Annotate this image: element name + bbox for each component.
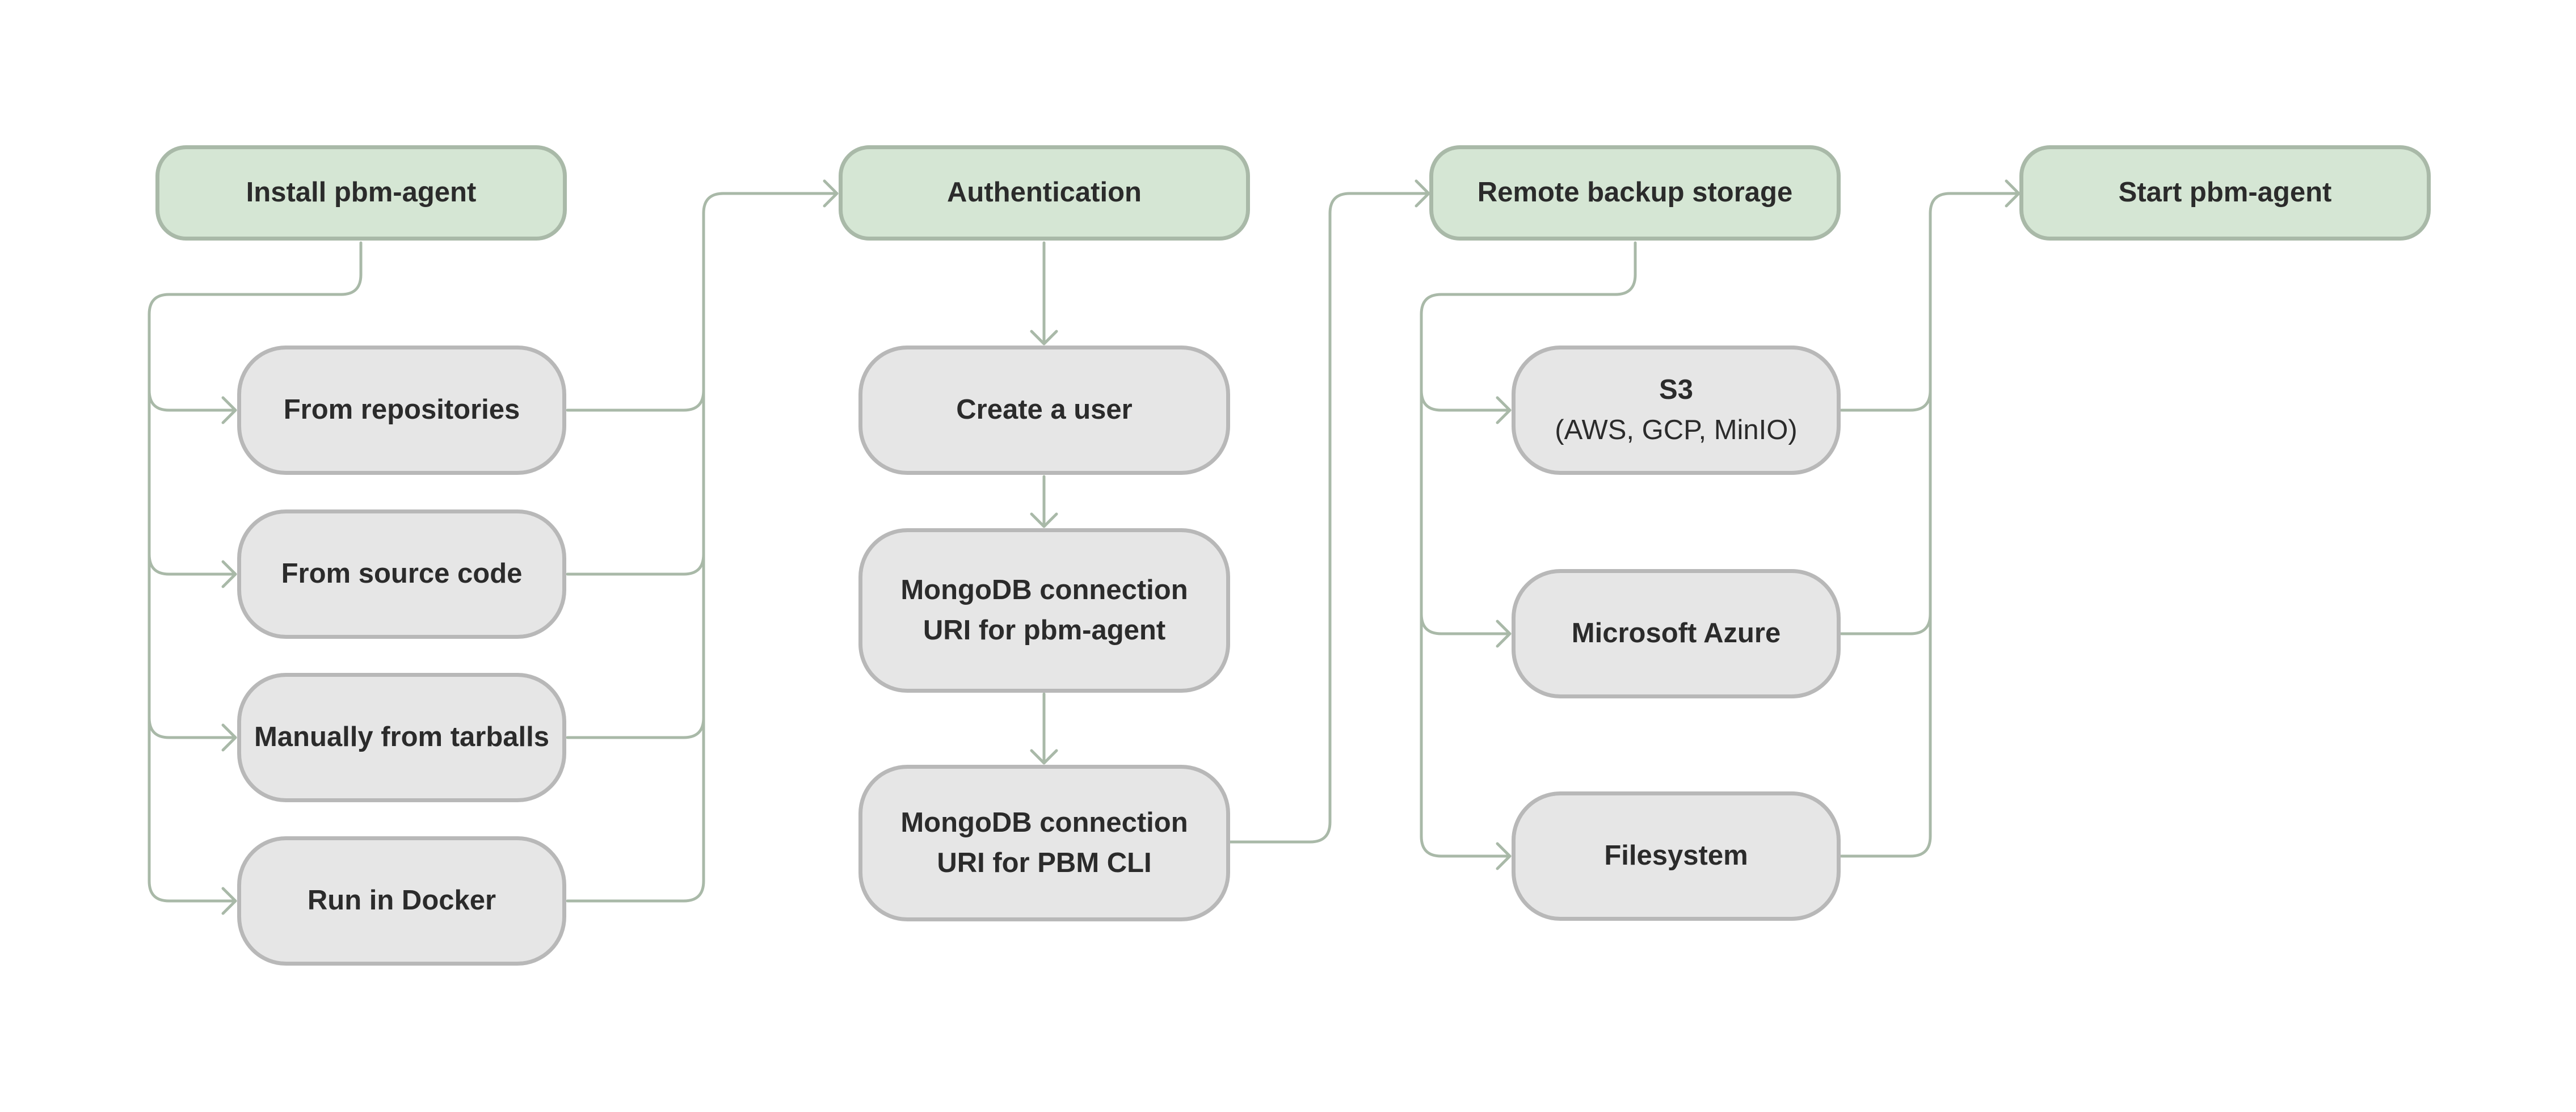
merge-to-authentication-connector (566, 192, 839, 903)
option-label: From repositories (283, 394, 520, 426)
stage-label: Install pbm-agent (246, 177, 477, 208)
merge-from-azure (1840, 612, 1932, 635)
arrowhead-agent-uri (1030, 512, 1058, 528)
arrowhead-filesystem (1496, 842, 1512, 870)
option-filesystem: Filesystem (1512, 791, 1841, 921)
step-mongodb-uri-for-pbm-cli: MongoDB connection URI for PBM CLI (858, 765, 1230, 921)
arrowhead-from-repositories (221, 396, 237, 424)
arrowhead-microsoft-azure (1496, 620, 1512, 648)
arrowhead-run-in-docker (221, 887, 237, 915)
arrowhead-create-user (1030, 330, 1058, 346)
merge-from-tarballs (566, 716, 705, 739)
connector-cli-uri-to-storage (1228, 192, 1430, 844)
option-label: Microsoft Azure (1571, 618, 1781, 649)
step-create-a-user: Create a user (858, 346, 1230, 475)
install-branch-connector (148, 241, 363, 903)
option-label-line1: S3 (1659, 374, 1693, 405)
stage-install-pbm-agent: Install pbm-agent (155, 145, 567, 241)
option-label: Filesystem (1604, 840, 1748, 871)
option-from-repositories: From repositories (237, 346, 566, 475)
step-label-line1: MongoDB connection (900, 574, 1188, 605)
option-label: Run in Docker (307, 885, 496, 916)
stage-start-pbm-agent: Start pbm-agent (2019, 145, 2431, 241)
arrowhead-s3 (1496, 396, 1512, 424)
arrowhead-from-source-code (221, 560, 237, 588)
storage-branch-connector (1420, 241, 1637, 858)
arrowhead-start-pbm-agent (2005, 179, 2021, 208)
option-from-source-code: From source code (237, 509, 566, 639)
option-run-in-docker: Run in Docker (237, 836, 566, 966)
merge-to-start-connector (1840, 192, 2021, 858)
stage-label: Start pbm-agent (2118, 177, 2332, 208)
arrowhead-manually-from-tarballs (221, 723, 237, 752)
connector-to-s3 (1420, 389, 1512, 412)
stage-label: Authentication (947, 177, 1142, 208)
step-label-line2: URI for PBM CLI (937, 848, 1152, 878)
connector-to-from-repositories (148, 389, 237, 412)
connector-to-from-source-code (148, 553, 237, 576)
step-label: Create a user (956, 394, 1133, 426)
option-label-line2: (AWS, GCP, MinIO) (1555, 415, 1798, 445)
stage-label: Remote backup storage (1477, 177, 1793, 208)
step-mongodb-uri-for-pbm-agent: MongoDB connection URI for pbm-agent (858, 528, 1230, 693)
option-s3: S3 (AWS, GCP, MinIO) (1512, 346, 1841, 475)
connector-to-microsoft-azure (1420, 612, 1512, 635)
option-label: From source code (281, 558, 523, 589)
stage-authentication: Authentication (839, 145, 1250, 241)
arrowhead-remote-backup-storage (1415, 179, 1430, 208)
connector-to-manually-from-tarballs (148, 716, 237, 739)
merge-from-s3 (1840, 389, 1932, 412)
arrowhead-authentication (823, 179, 839, 208)
stage-remote-backup-storage: Remote backup storage (1429, 145, 1841, 241)
step-label-line2: URI for pbm-agent (923, 615, 1166, 646)
merge-from-source-code (566, 553, 705, 576)
step-label-line1: MongoDB connection (900, 807, 1188, 838)
merge-from-repositories (566, 389, 705, 412)
option-microsoft-azure: Microsoft Azure (1512, 569, 1841, 698)
arrowhead-cli-uri (1030, 749, 1058, 765)
option-label: Manually from tarballs (254, 722, 550, 753)
option-manually-from-tarballs: Manually from tarballs (237, 673, 566, 802)
